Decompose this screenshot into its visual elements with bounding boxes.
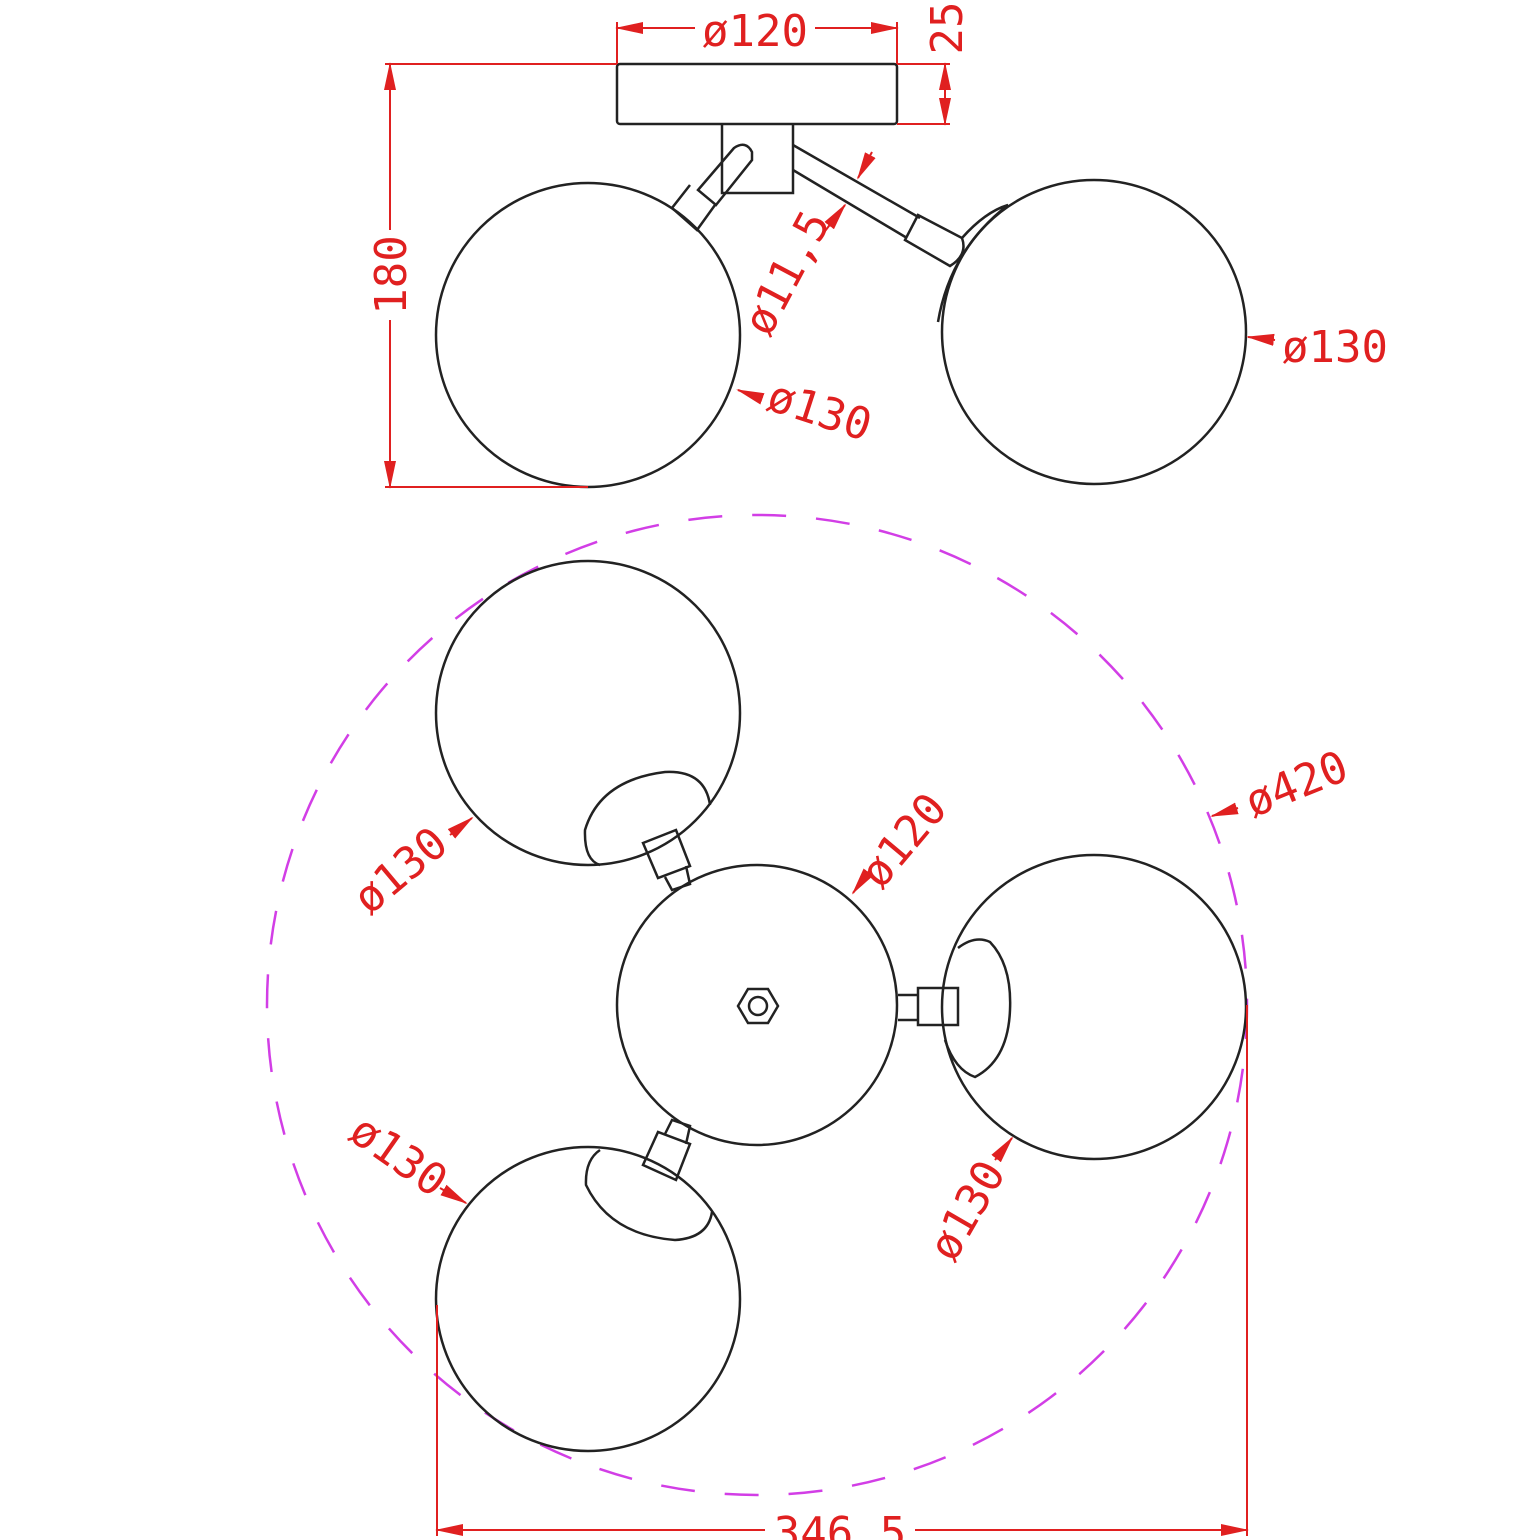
canopy-diameter-label: ø120 — [702, 6, 808, 57]
envelope-circle — [265, 513, 1249, 1497]
side-view: ø120 25 180 ø11,5 ø130 ø130 — [366, 2, 1388, 489]
canopy-top — [615, 863, 899, 1147]
hex-nut-icon — [736, 987, 780, 1025]
overall-height-label: 180 — [366, 235, 417, 314]
overall-width-label: 346,5 — [774, 1508, 906, 1540]
globe-left-diameter-label: ø130 — [761, 371, 878, 452]
canopy-height-label: 25 — [922, 2, 973, 55]
globe-right-side — [940, 178, 1248, 486]
globe-top-left — [434, 559, 742, 892]
overall-diameter-label: ø420 — [1238, 741, 1355, 828]
globe-bottom-left — [434, 1118, 742, 1453]
stem-side — [720, 124, 795, 195]
canopy-side — [615, 62, 899, 126]
top-view: ø120 ø420 ø130 ø130 ø130 346,5 — [265, 513, 1355, 1540]
globe-right-diameter-label: ø130 — [1282, 322, 1388, 373]
globe-right — [898, 853, 1248, 1161]
arm-diameter-label: ø11,5 — [734, 203, 841, 344]
canopy-top-diameter-label: ø120 — [850, 784, 957, 898]
globe-right-diameter-label: ø130 — [919, 1152, 1016, 1269]
globe-bottom-left-diameter-label: ø130 — [340, 1105, 456, 1208]
globe-top-left-diameter-label: ø130 — [344, 817, 458, 924]
